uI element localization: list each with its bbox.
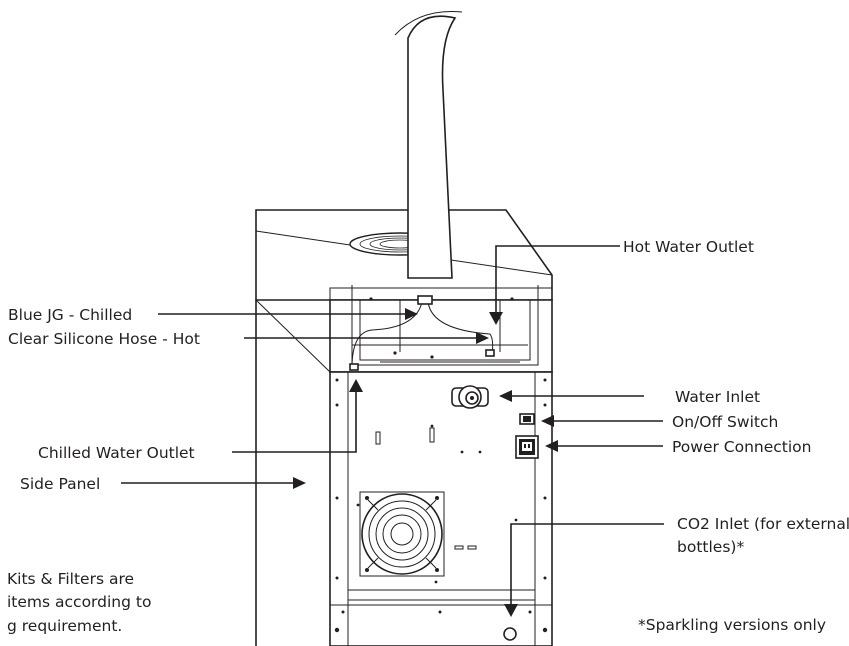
power-socket-shape (515, 435, 539, 459)
power-arrow (545, 440, 558, 452)
co2-inlet-hole (503, 627, 517, 641)
on-off-arrow (541, 415, 554, 427)
hot-hose (427, 301, 494, 355)
label-clear-silicone-hose-hot: Clear Silicone Hose - Hot (8, 330, 200, 348)
chilled-outlet-arrow (349, 379, 363, 392)
label-chilled-water-outlet: Chilled Water Outlet (38, 444, 195, 462)
co2-leader (510, 523, 664, 604)
spout (407, 15, 457, 279)
label-hot-water-outlet: Hot Water Outlet (623, 238, 754, 256)
dispenser-body (255, 10, 553, 646)
co2-arrow (504, 604, 518, 617)
note-line-3: g requirement. (7, 617, 122, 635)
chilled-outlet-leader (232, 392, 357, 453)
water-inlet-arrow (499, 390, 512, 402)
label-sparkling-note: *Sparkling versions only (638, 616, 826, 634)
label-blue-jg-chilled: Blue JG - Chilled (8, 306, 132, 324)
water-inlet-fitting (451, 385, 489, 409)
label-co2-inlet-line2: bottles)* (677, 538, 744, 556)
callouts (121, 245, 664, 617)
rear-fan (359, 491, 445, 577)
blue-jg-arrow (405, 308, 418, 320)
note-line-2: items according to (7, 593, 151, 611)
label-text: Hot Water Outlet Blue JG - Chilled Clear… (7, 238, 849, 635)
hot-water-outlet-leader (495, 245, 620, 312)
hot-water-outlet-arrow (489, 312, 503, 325)
label-power-connection: Power Connection (672, 438, 812, 456)
side-panel-arrow (293, 477, 306, 489)
label-water-inlet: Water Inlet (675, 388, 760, 406)
label-co2-inlet-line1: CO2 Inlet (for external (677, 515, 849, 533)
label-on-off-switch: On/Off Switch (672, 413, 778, 431)
clear-hose-arrow (476, 332, 489, 344)
rear-recess (329, 299, 553, 373)
note-line-1: Kits & Filters are (7, 570, 134, 588)
label-side-panel: Side Panel (20, 475, 100, 493)
